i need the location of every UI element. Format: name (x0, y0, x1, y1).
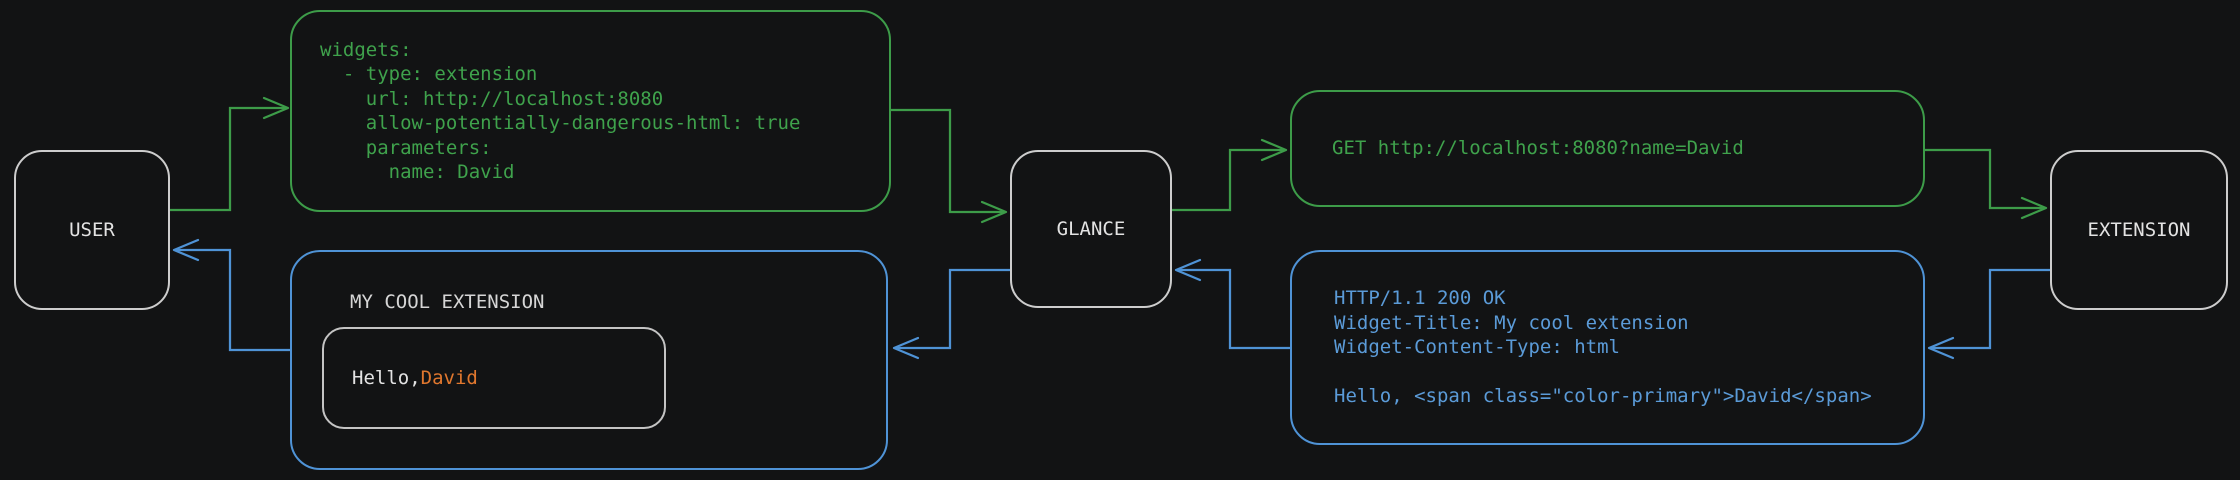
glance-node-label: GLANCE (1056, 218, 1126, 240)
widget-greeting-box: Hello, David (322, 327, 666, 429)
user-node-label: USER (69, 219, 115, 241)
widget-preview-title: MY COOL EXTENSION (350, 291, 545, 313)
extension-node: EXTENSION (2050, 150, 2228, 310)
arrow-user-to-config (168, 96, 290, 212)
http-request-box: GET http://localhost:8080?name=David (1290, 90, 1925, 207)
config-yaml-box: widgets: - type: extension url: http://l… (290, 10, 891, 212)
http-request-code: GET http://localhost:8080?name=David (1332, 137, 1744, 160)
http-response-code: HTTP/1.1 200 OK Widget-Title: My cool ex… (1334, 287, 1872, 408)
greeting-prefix: Hello, (352, 367, 421, 389)
widget-preview-box: MY COOL EXTENSION Hello, David (290, 250, 888, 470)
arrow-extension-to-response (1927, 268, 2052, 360)
arrow-response-to-glance (1174, 258, 1292, 350)
glance-node: GLANCE (1010, 150, 1172, 308)
arrow-request-to-extension (1923, 148, 2048, 220)
arrow-glance-to-request (1170, 138, 1288, 212)
arrow-glance-to-widget (892, 268, 1012, 360)
arrow-widget-to-user (172, 238, 292, 352)
arrow-config-to-glance (889, 108, 1008, 224)
config-yaml-code: widgets: - type: extension url: http://l… (320, 38, 801, 184)
http-response-box: HTTP/1.1 200 OK Widget-Title: My cool ex… (1290, 250, 1925, 445)
greeting-name: David (420, 367, 478, 389)
user-node: USER (14, 150, 170, 310)
extension-node-label: EXTENSION (2087, 219, 2191, 241)
